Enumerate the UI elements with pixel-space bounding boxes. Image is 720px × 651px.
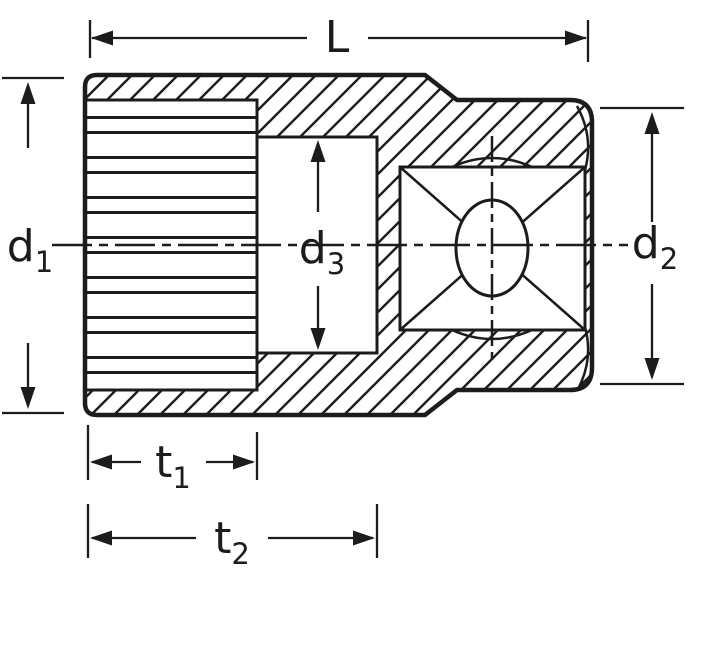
dimension-d3: d3 [299,140,345,350]
arrowhead-left [91,30,113,46]
arrowhead-right [565,30,587,46]
label-L: L [325,12,350,63]
label-d2: d2 [632,218,678,276]
label-d3: d3 [299,223,345,281]
dimension-t2: t2 [86,504,379,571]
dimension-t1: t1 [86,425,259,495]
arrowhead-up [20,82,36,104]
arrowhead-right [233,454,255,470]
arrowhead-down [310,328,326,350]
drive-end-curve-bottom [575,326,590,392]
drive-end-curve-top [575,105,590,171]
label-d1: d1 [7,221,53,279]
square-drive [398,105,590,392]
arrowhead-down [644,358,660,380]
arrowhead-down [20,387,36,409]
arrowhead-up [644,112,660,134]
spline-teeth-lines [85,116,257,374]
label-t1: t1 [155,437,191,495]
body-outline [82,72,595,418]
label-t2: t2 [214,513,250,571]
dimension-d2: d2 [600,106,684,386]
arrowhead-left [90,530,112,546]
arrowhead-left [90,454,112,470]
dimension-L: L [88,12,590,63]
dimension-d1: d1 [2,76,64,415]
arrowhead-up [310,140,326,162]
arrowhead-right [353,530,375,546]
